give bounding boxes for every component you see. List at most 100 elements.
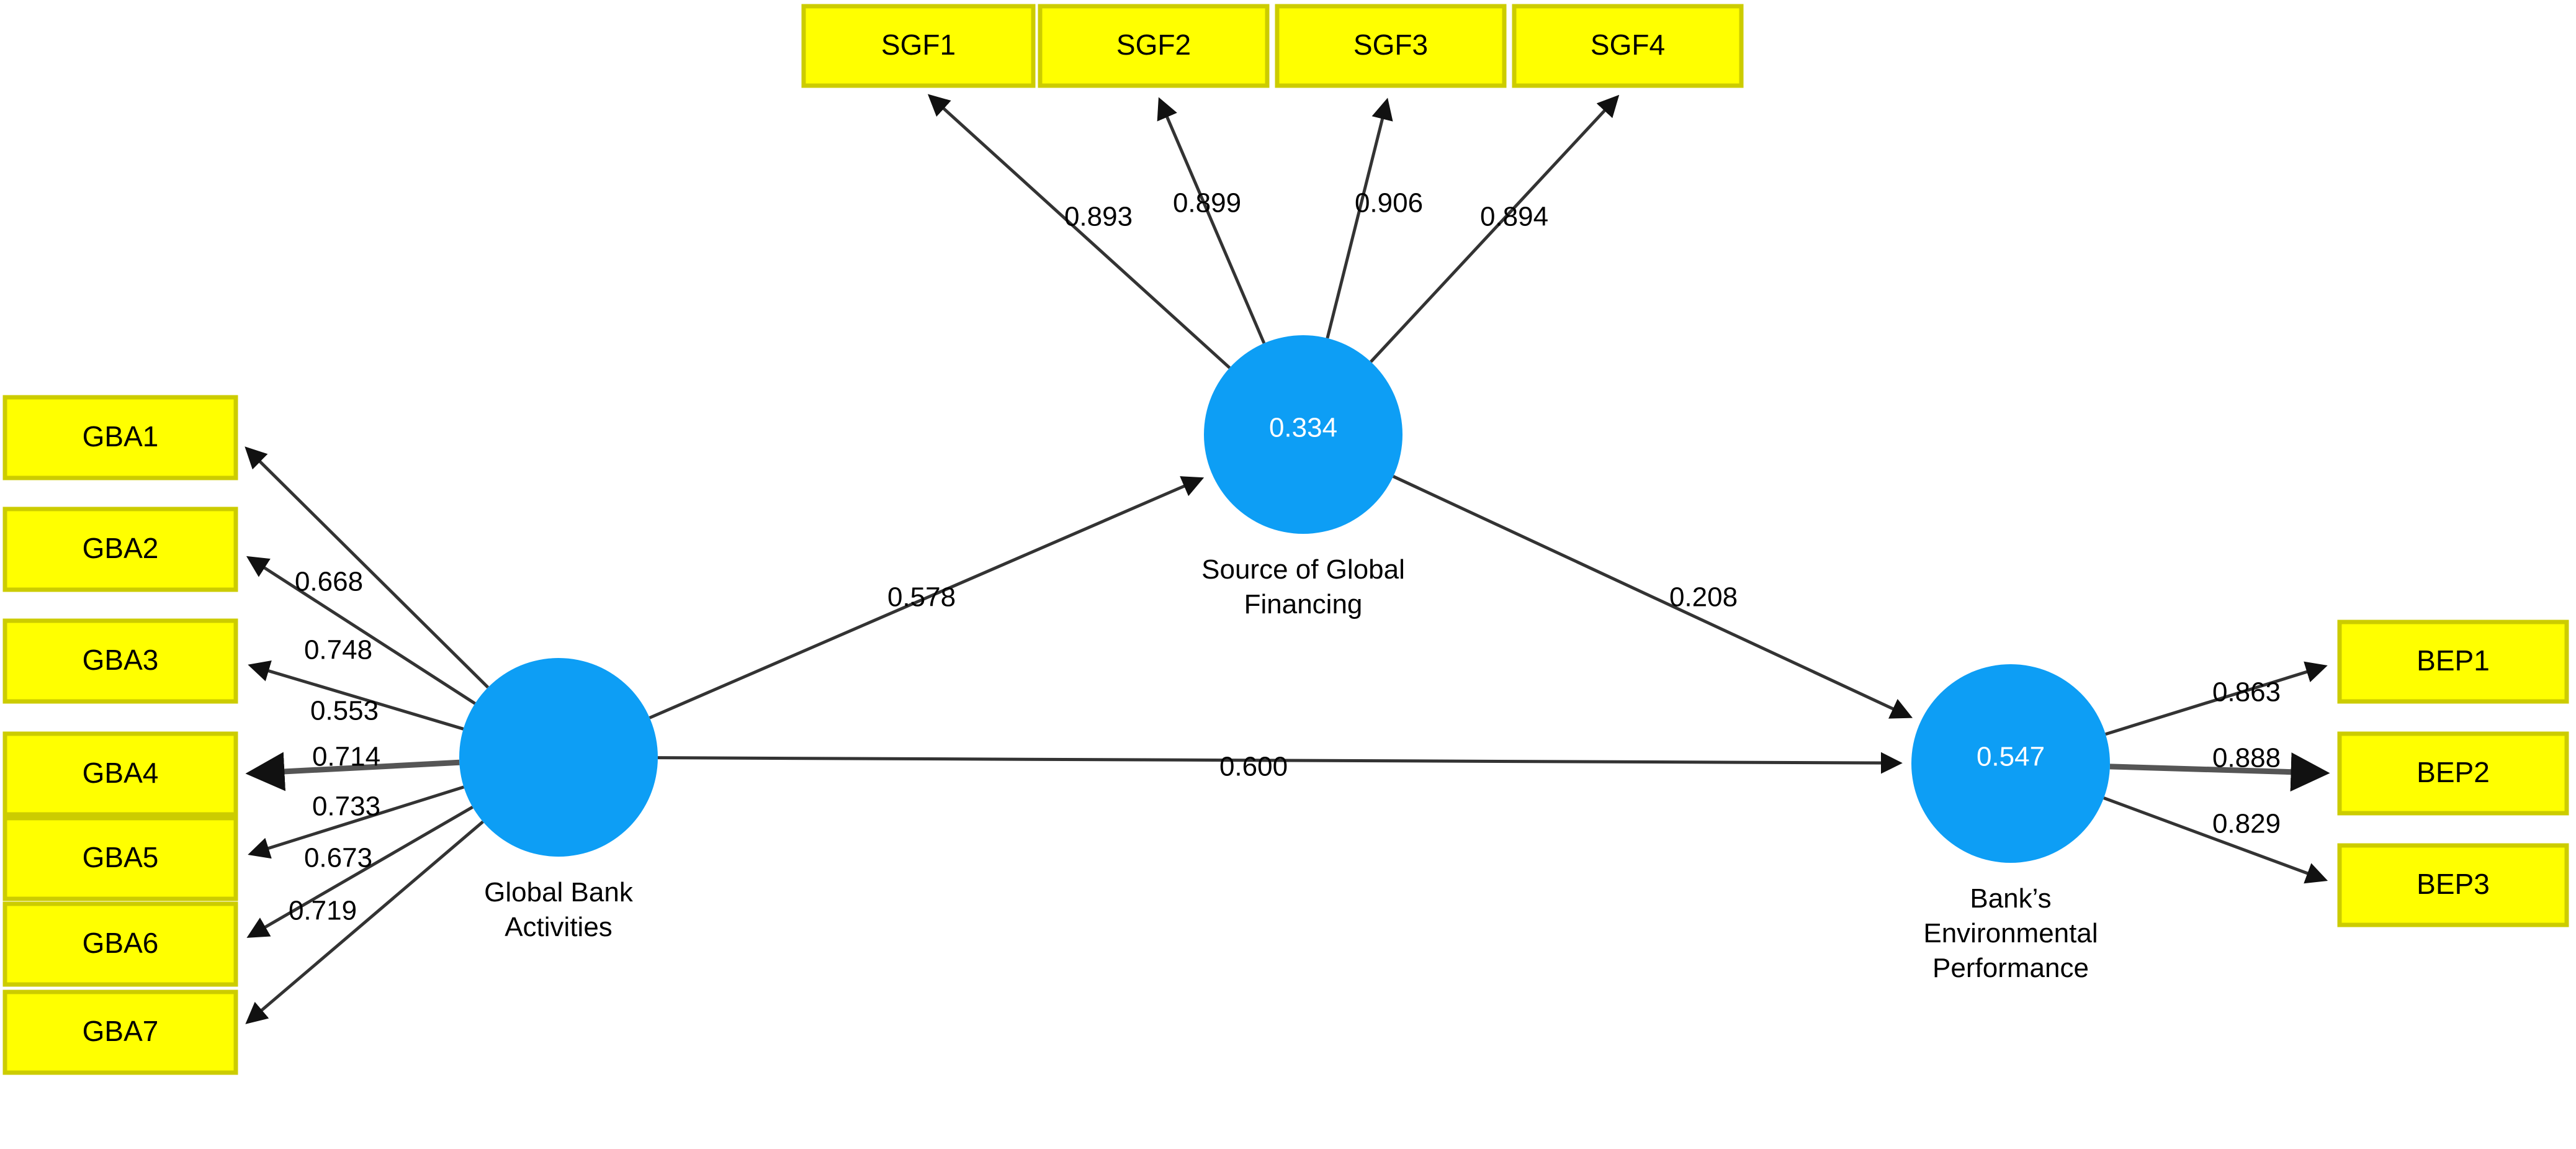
indicator-GBA6[interactable]: GBA6 [2,901,238,987]
edge-line [248,785,465,859]
indicator-GBA2[interactable]: GBA2 [2,507,238,592]
indicator-BEP2[interactable]: BEP2 [2337,731,2569,816]
indicator-GBA3[interactable]: GBA3 [2,618,238,704]
loading-label-GBA4: 0.714 [312,742,380,772]
indicator-label-SGF2: SGF2 [1116,29,1191,61]
indicator-box-BEP2[interactable] [2337,731,2569,816]
indicator-label-GBA3: GBA3 [83,644,159,676]
indicator-GBA7[interactable]: GBA7 [2,989,238,1075]
indicator-label-BEP2: BEP2 [2417,756,2490,788]
indicator-box-GBA5[interactable] [2,816,238,901]
indicator-box-GBA6[interactable] [2,901,238,987]
edge-line [2105,661,2328,736]
indicator-label-GBA7: GBA7 [83,1015,159,1047]
indicator-GBA5[interactable]: GBA5 [2,816,238,901]
path-line [657,752,1903,774]
path-line [648,476,1205,719]
indicator-box-GBA1[interactable] [2,395,238,480]
structural-path-GBA-to-SGF [648,476,1205,719]
indicator-box-BEP1[interactable] [2337,620,2569,704]
loading-label-GBA5: 0.733 [312,791,380,822]
loading-label-BEP2: 0.888 [2212,743,2281,773]
edge-line [1326,97,1393,339]
loading-label-BEP1: 0.863 [2212,677,2281,708]
indicator-label-GBA2: GBA2 [83,532,159,564]
edges-layer [245,94,2330,1024]
indicator-box-SGF3[interactable] [1275,4,1507,88]
indicator-GBA1[interactable]: GBA1 [2,395,238,480]
measurement-edge-GBA2 [246,556,476,705]
structural-path-SGF-to-BEP [1393,475,1913,719]
construct-circle-SGF[interactable] [1204,335,1402,534]
construct-name-BEP: Bank’s [1970,883,2051,914]
path-coefficient-GBA-BEP: 0.600 [1219,752,1288,782]
indicator-box-GBA3[interactable] [2,618,238,704]
measurement-edge-GBA7 [245,820,484,1024]
edge-line [1370,94,1620,363]
indicator-label-GBA4: GBA4 [83,757,159,789]
indicator-label-GBA6: GBA6 [83,927,159,959]
measurement-edge-BEP3 [2103,796,2328,884]
indicator-label-SGF4: SGF4 [1591,29,1665,61]
construct-name-SGF: Financing [1244,589,1363,620]
measurement-edge-GBA5 [248,785,465,859]
path-line [1393,475,1913,719]
measurement-edge-GBA1 [245,446,490,689]
measurement-edge-GBA4 [245,752,460,791]
edge-line [2109,752,2330,792]
measurement-edge-BEP2 [2109,752,2330,792]
loading-label-GBA6: 0.673 [304,843,372,873]
loading-label-SGF1: 0.893 [1064,202,1133,232]
edge-line [2103,796,2328,884]
indicator-box-BEP3[interactable] [2337,843,2569,927]
indicator-SGF2[interactable]: SGF2 [1038,4,1270,88]
indicator-GBA4[interactable]: GBA4 [2,731,238,817]
path-coefficient-GBA-SGF: 0.578 [887,582,956,613]
construct-circle-GBA[interactable] [459,658,658,857]
measurement-edge-GBA6 [246,805,473,938]
indicator-SGF4[interactable]: SGF4 [1512,4,1744,88]
measurement-edge-BEP1 [2105,661,2328,736]
indicator-box-SGF2[interactable] [1038,4,1270,88]
loading-label-GBA3: 0.553 [310,696,379,726]
indicator-BEP3[interactable]: BEP3 [2337,843,2569,927]
indicator-box-GBA4[interactable] [2,731,238,817]
indicator-box-GBA7[interactable] [2,989,238,1075]
indicator-box-SGF4[interactable] [1512,4,1744,88]
indicator-SGF1[interactable]: SGF1 [801,4,1036,88]
edge-line [927,94,1231,369]
indicator-SGF3[interactable]: SGF3 [1275,4,1507,88]
measurement-edge-SGF1 [927,94,1231,369]
edge-line [248,660,464,731]
loading-label-SGF3: 0.906 [1355,188,1423,219]
loading-label-GBA2: 0.748 [304,635,372,665]
structural-path-GBA-to-BEP [657,752,1903,774]
indicator-box-GBA2[interactable] [2,507,238,592]
edge-line [246,805,473,938]
loading-label-BEP3: 0.829 [2212,809,2281,839]
measurement-edge-SGF2 [1157,97,1266,344]
construct-name-SGF: Source of Global [1201,554,1405,585]
indicator-label-SGF3: SGF3 [1353,29,1428,61]
loading-label-GBA7: 0.719 [289,896,357,926]
measurement-edge-SGF3 [1326,97,1393,339]
indicator-label-GBA5: GBA5 [83,841,159,873]
indicator-label-SGF1: SGF1 [881,29,956,61]
edge-line [245,752,460,791]
indicator-label-BEP1: BEP1 [2417,644,2490,677]
indicator-BEP1[interactable]: BEP1 [2337,620,2569,704]
path-coefficient-SGF-BEP: 0.208 [1669,582,1738,613]
loading-label-SGF4: 0.894 [1480,202,1548,232]
measurement-edge-GBA3 [248,660,464,731]
indicator-label-BEP3: BEP3 [2417,868,2490,900]
construct-circle-BEP[interactable] [1911,664,2110,863]
indicator-box-SGF1[interactable] [801,4,1036,88]
labels-layer: 0.6680.7480.5530.7140.7330.6730.7190.893… [289,188,2281,926]
